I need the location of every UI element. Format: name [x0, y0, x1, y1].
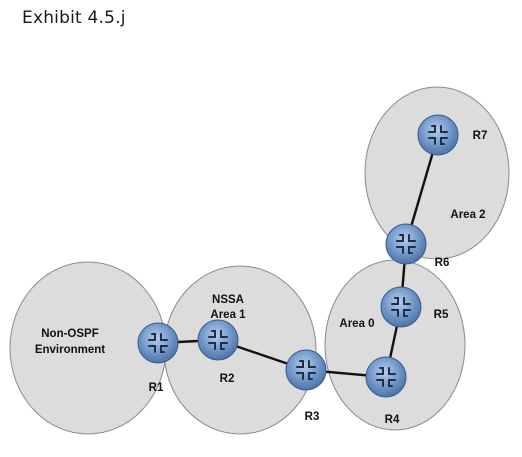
router-r3-icon[interactable] — [285, 349, 327, 391]
router-label-r1: R1 — [149, 382, 164, 394]
area-label-area-2: Area 2 — [450, 209, 485, 221]
routers — [137, 114, 459, 398]
router-r6-icon[interactable] — [385, 223, 427, 265]
router-r5-icon[interactable] — [380, 286, 422, 328]
router-r7-icon[interactable] — [417, 114, 459, 156]
router-r4-icon[interactable] — [365, 356, 407, 398]
area-2 — [364, 86, 510, 260]
area-nssa-area-1 — [163, 265, 317, 435]
area-labels: Non-OSPF Environment NSSA Area 1 Area 0 … — [35, 209, 486, 356]
area-label-area-0: Area 0 — [339, 318, 374, 330]
router-label-r3: R3 — [305, 411, 320, 423]
router-label-r6: R6 — [435, 257, 450, 269]
router-r2-icon[interactable] — [197, 319, 239, 361]
router-r1-icon[interactable] — [137, 322, 179, 364]
area-label-nssa-line2: Area 1 — [210, 309, 246, 321]
exhibit-title: Exhibit 4.5.j — [22, 8, 126, 28]
router-label-r5: R5 — [434, 309, 449, 321]
router-label-r4: R4 — [385, 414, 400, 426]
router-label-r7: R7 — [473, 130, 488, 142]
router-labels: R1 R2 R3 R4 R5 R6 R7 — [149, 130, 488, 426]
area-label-non-ospf-line2: Environment — [35, 344, 105, 356]
router-label-r2: R2 — [220, 373, 235, 385]
area-label-nssa-line1: NSSA — [212, 294, 244, 306]
area-label-non-ospf-line1: Non-OSPF — [41, 328, 99, 340]
area-shapes — [9, 86, 510, 435]
area-0 — [324, 259, 466, 431]
